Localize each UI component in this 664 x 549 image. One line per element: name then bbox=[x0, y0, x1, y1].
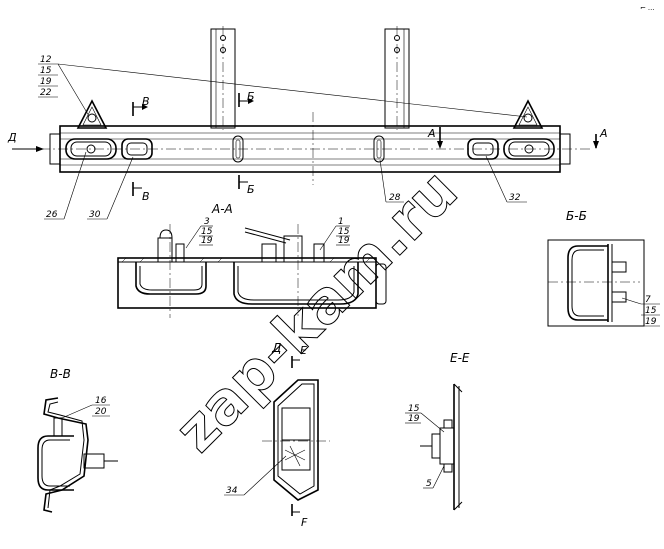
label-v-top: В bbox=[142, 95, 150, 108]
section-vv-title: В-В bbox=[50, 367, 71, 381]
callout-bb-7: 7 bbox=[645, 295, 651, 305]
callout-15: 15 bbox=[40, 66, 52, 76]
lamp-left-inner bbox=[121, 138, 153, 160]
section-mark-a: А А bbox=[427, 127, 608, 149]
reflector-right bbox=[512, 99, 544, 129]
leader-28: 28 bbox=[379, 159, 404, 203]
label-28: 28 bbox=[389, 193, 401, 203]
label-b-bottom: Б bbox=[247, 183, 255, 196]
label-34: 34 bbox=[226, 486, 238, 496]
section-aa-callout-left: 3 15 19 bbox=[185, 217, 213, 249]
label-e-bottom: F bbox=[301, 516, 308, 529]
slot-hole-right bbox=[373, 135, 385, 163]
section-aa-title: А-А bbox=[211, 202, 233, 216]
section-bb-callout: 7 15 19 bbox=[621, 295, 660, 327]
leader-30: 30 bbox=[87, 156, 134, 220]
section-vv-callout: 16 20 bbox=[61, 396, 110, 419]
view-d-title: Д bbox=[271, 341, 281, 355]
slot-hole-right-inner bbox=[376, 139, 382, 159]
callout-vv-16: 16 bbox=[95, 396, 107, 406]
section-ee: Е-Е 15 19 5 bbox=[405, 351, 470, 511]
lamp-left-outer bbox=[65, 138, 117, 160]
label-b-top: Б bbox=[247, 90, 255, 103]
bracket-right bbox=[384, 26, 410, 130]
section-bb-title: Б-Б bbox=[566, 209, 587, 223]
callout-left-stack: 12 15 19 22 bbox=[38, 55, 528, 118]
slot-hole-left-inner bbox=[235, 139, 241, 159]
label-d-left: Д bbox=[7, 131, 17, 144]
leader-5: 5 bbox=[423, 465, 445, 489]
section-aa-callout-right: 1 15 19 bbox=[319, 217, 350, 251]
section-aa: А-А 3 15 bbox=[117, 202, 387, 318]
leader-32: 32 bbox=[485, 155, 527, 203]
label-32: 32 bbox=[509, 193, 521, 203]
section-aa-hatch bbox=[121, 257, 371, 263]
callout-aa-1: 1 bbox=[338, 217, 344, 227]
callout-aa-19-left: 19 bbox=[201, 236, 213, 246]
callout-aa-15-left: 15 bbox=[201, 227, 213, 237]
callout-vv-20: 20 bbox=[95, 407, 107, 417]
watermark: zap-kam.ru bbox=[162, 156, 471, 465]
section-ee-title: Е-Е bbox=[450, 351, 470, 365]
label-a-center: А bbox=[427, 127, 436, 140]
section-mark-b: Б Б bbox=[238, 90, 255, 196]
reflector-left bbox=[76, 99, 108, 129]
callout-19: 19 bbox=[40, 77, 52, 87]
top-view: В В Б Б А А Д 12 bbox=[7, 26, 608, 220]
callout-ee-15: 15 bbox=[408, 404, 420, 414]
slot-hole-left bbox=[232, 135, 244, 163]
lamp-right-inner bbox=[467, 138, 499, 160]
view-d: Д Е F 34 bbox=[224, 341, 330, 529]
label-a-right: А bbox=[599, 127, 608, 140]
section-mark-v: В В bbox=[132, 95, 150, 203]
view-arrow-d: Д bbox=[7, 131, 44, 152]
callout-aa-3: 3 bbox=[204, 217, 210, 227]
label-26: 26 bbox=[46, 210, 58, 220]
bracket-left bbox=[210, 26, 236, 130]
leader-26: 26 bbox=[44, 151, 87, 220]
section-ee-callout: 15 19 bbox=[405, 404, 445, 433]
callout-bb-19: 19 bbox=[645, 317, 657, 327]
callout-12: 12 bbox=[40, 55, 52, 65]
callout-aa-15-right: 15 bbox=[338, 227, 350, 237]
label-v-bottom: В bbox=[142, 190, 150, 203]
callout-aa-19-right: 19 bbox=[338, 236, 350, 246]
callout-22: 22 bbox=[40, 88, 52, 98]
label-30: 30 bbox=[89, 210, 101, 220]
callout-ee-19: 19 bbox=[408, 414, 420, 424]
label-e-top: Е bbox=[300, 344, 307, 357]
section-vv: В-В 16 20 bbox=[37, 367, 118, 513]
label-5: 5 bbox=[426, 479, 432, 489]
section-bb: Б-Б 7 15 19 bbox=[547, 209, 660, 327]
lamp-right-outer bbox=[503, 138, 555, 160]
corner-mark: ⌐ ... bbox=[640, 4, 655, 12]
leader-34: 34 bbox=[224, 455, 287, 496]
callout-bb-15: 15 bbox=[645, 306, 657, 316]
